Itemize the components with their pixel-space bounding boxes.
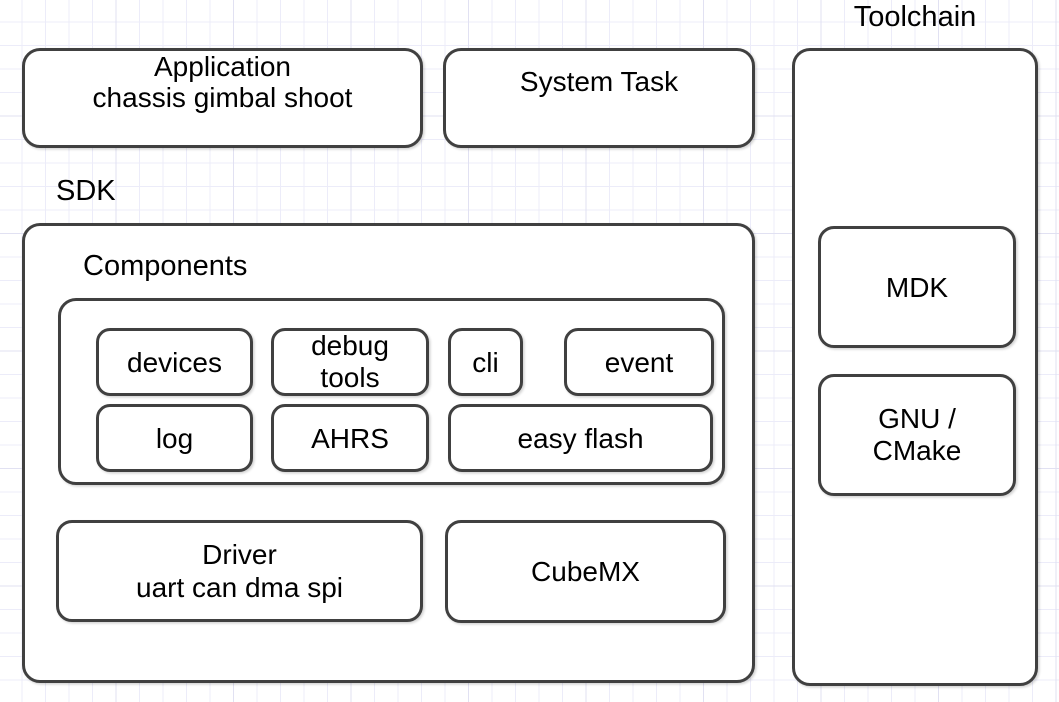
components-box: devices debug tools cli event log AHRS e… — [58, 298, 725, 485]
gnu-cmake-label-line1: GNU / — [878, 403, 956, 434]
driver-label-line2: uart can dma spi — [136, 572, 343, 603]
log-label: log — [155, 422, 194, 454]
system-task-box: System Task — [443, 48, 755, 148]
application-label-line1: Application — [154, 51, 291, 82]
sdk-label: SDK — [56, 175, 116, 207]
easy-flash-box: easy flash — [448, 404, 713, 472]
ahrs-box: AHRS — [271, 404, 429, 472]
debug-tools-label-line1: debug — [311, 330, 389, 361]
cli-label: cli — [472, 346, 499, 378]
debug-tools-label-line2: tools — [320, 362, 380, 393]
toolchain-box: MDK GNU / CMake — [792, 48, 1038, 686]
driver-label-line1: Driver — [202, 539, 277, 570]
devices-box: devices — [96, 328, 253, 396]
debug-tools-box: debug tools — [271, 328, 429, 396]
log-box: log — [96, 404, 253, 472]
gnu-cmake-box: GNU / CMake — [818, 374, 1016, 496]
cubemx-label: CubeMX — [531, 556, 640, 587]
cubemx-box: CubeMX — [445, 520, 726, 623]
mdk-box: MDK — [818, 226, 1016, 348]
driver-box: Driver uart can dma spi — [56, 520, 423, 622]
toolchain-label: Toolchain — [853, 1, 977, 33]
devices-label: devices — [127, 346, 222, 378]
system-task-label: System Task — [519, 66, 679, 97]
application-box: Application chassis gimbal shoot — [22, 48, 423, 148]
components-label: Components — [83, 250, 248, 282]
sdk-box: Components devices debug tools cli event… — [22, 223, 755, 683]
cli-box: cli — [448, 328, 523, 396]
gnu-cmake-label-line2: CMake — [872, 435, 962, 466]
application-label-line2: chassis gimbal shoot — [92, 82, 353, 113]
mdk-label: MDK — [885, 271, 949, 303]
event-box: event — [564, 328, 714, 396]
event-label: event — [604, 346, 674, 378]
easy-flash-label: easy flash — [517, 422, 644, 454]
ahrs-label: AHRS — [311, 422, 389, 454]
